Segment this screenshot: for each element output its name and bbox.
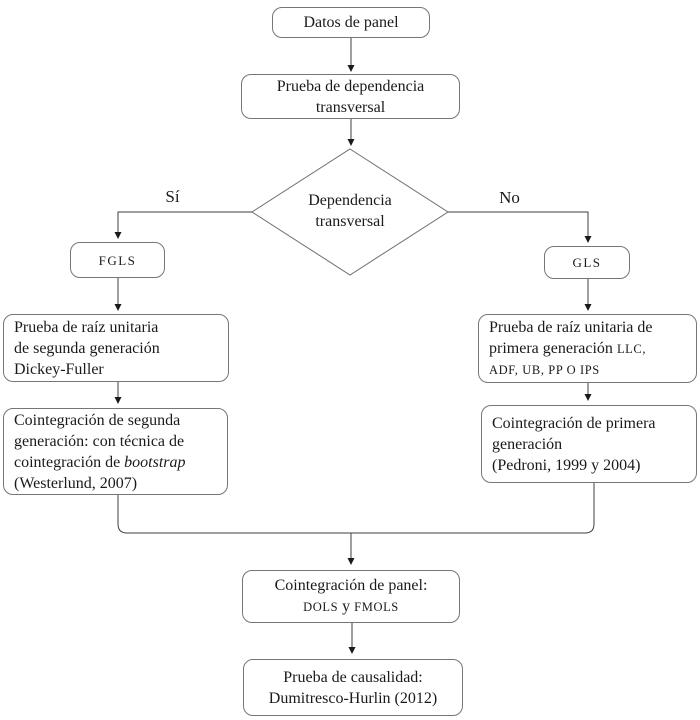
decision-diamond-shape	[251, 148, 449, 276]
line: Prueba de raíz unitaria de	[489, 318, 653, 336]
node-coint-segunda-text: Cointegración de segunda generación: con…	[4, 410, 227, 494]
node-raiz-primera: Prueba de raíz unitaria de primera gener…	[478, 314, 697, 383]
line: Dickey-Fuller	[14, 360, 104, 378]
line: Dumitresco-Hurlin (2012)	[268, 689, 438, 707]
node-raiz-segunda-text: Prueba de raíz unitaria de segunda gener…	[4, 317, 228, 380]
node-causalidad-text: Prueba de causalidad: Dumitresco-Hurlin …	[244, 667, 462, 709]
line: Cointegración de panel:	[274, 577, 428, 594]
line: de segunda generación	[14, 339, 160, 357]
line: Prueba de causalidad:	[283, 668, 423, 686]
line: Cointegración de segunda	[14, 411, 181, 429]
node-fgls-label: FGLS	[98, 252, 137, 268]
branch-label-no: No	[499, 188, 520, 207]
line: cointegración de bootstrap	[14, 452, 217, 473]
node-coint-panel-text: Cointegración de panel: DOLS y FMOLS	[243, 575, 459, 618]
line: generación	[492, 435, 563, 453]
line: Dependencia	[308, 192, 392, 209]
acronym-fmols: FMOLS	[354, 600, 399, 614]
line: (Pedroni, 1999 y 2004)	[492, 456, 641, 474]
line: transversal	[315, 98, 386, 116]
node-datos-label: Datos de panel	[303, 14, 399, 31]
node-gls: GLS	[544, 246, 630, 279]
line: (Westerlund, 2007)	[14, 474, 138, 492]
node-datos-de-panel: Datos de panel	[272, 7, 430, 38]
acronym-llc: LLC,	[616, 341, 647, 356]
line: Cointegración de primera	[492, 414, 656, 432]
node-causalidad: Prueba de causalidad: Dumitresco-Hurlin …	[243, 659, 463, 716]
node-decision-label: Dependencia transversal	[280, 190, 420, 232]
acronym-dols: DOLS	[303, 600, 339, 614]
node-raiz-primera-text: Prueba de raíz unitaria de primera gener…	[479, 317, 696, 381]
line-text: primera generación	[489, 339, 617, 357]
arrow-decision-yes-to-fgls	[114, 211, 252, 239]
node-prueba-dependencia: Prueba de dependencia transversal	[241, 74, 460, 119]
merge-connector	[117, 483, 595, 534]
line-text: cointegración de	[14, 453, 125, 471]
line: Prueba de dependencia	[276, 77, 425, 95]
branch-label-yes: Sí	[165, 187, 180, 206]
node-prueba-dependencia-text: Prueba de dependencia transversal	[242, 76, 459, 118]
arrow-decision-no-to-gls	[448, 211, 592, 243]
line: generación: con técnica de	[14, 432, 185, 450]
line: Prueba de raíz unitaria	[14, 318, 159, 336]
node-gls-label: GLS	[572, 255, 602, 270]
line: DOLS y FMOLS	[243, 596, 459, 618]
node-fgls: FGLS	[70, 242, 165, 278]
node-coint-segunda: Cointegración de segunda generación: con…	[3, 408, 228, 495]
node-coint-primera: Cointegración de primera generación (Ped…	[481, 405, 697, 483]
acronym-adf-ub-pp-ips: ADF, UB, PP O IPS	[489, 362, 600, 377]
node-coint-primera-text: Cointegración de primera generación (Ped…	[482, 413, 696, 476]
line: transversal	[315, 213, 385, 230]
bootstrap-italic: bootstrap	[124, 453, 186, 471]
node-raiz-segunda: Prueba de raíz unitaria de segunda gener…	[3, 314, 229, 382]
line-text: y	[338, 598, 355, 615]
node-coint-panel: Cointegración de panel: DOLS y FMOLS	[242, 570, 460, 623]
line: primera generación LLC,	[489, 338, 686, 360]
